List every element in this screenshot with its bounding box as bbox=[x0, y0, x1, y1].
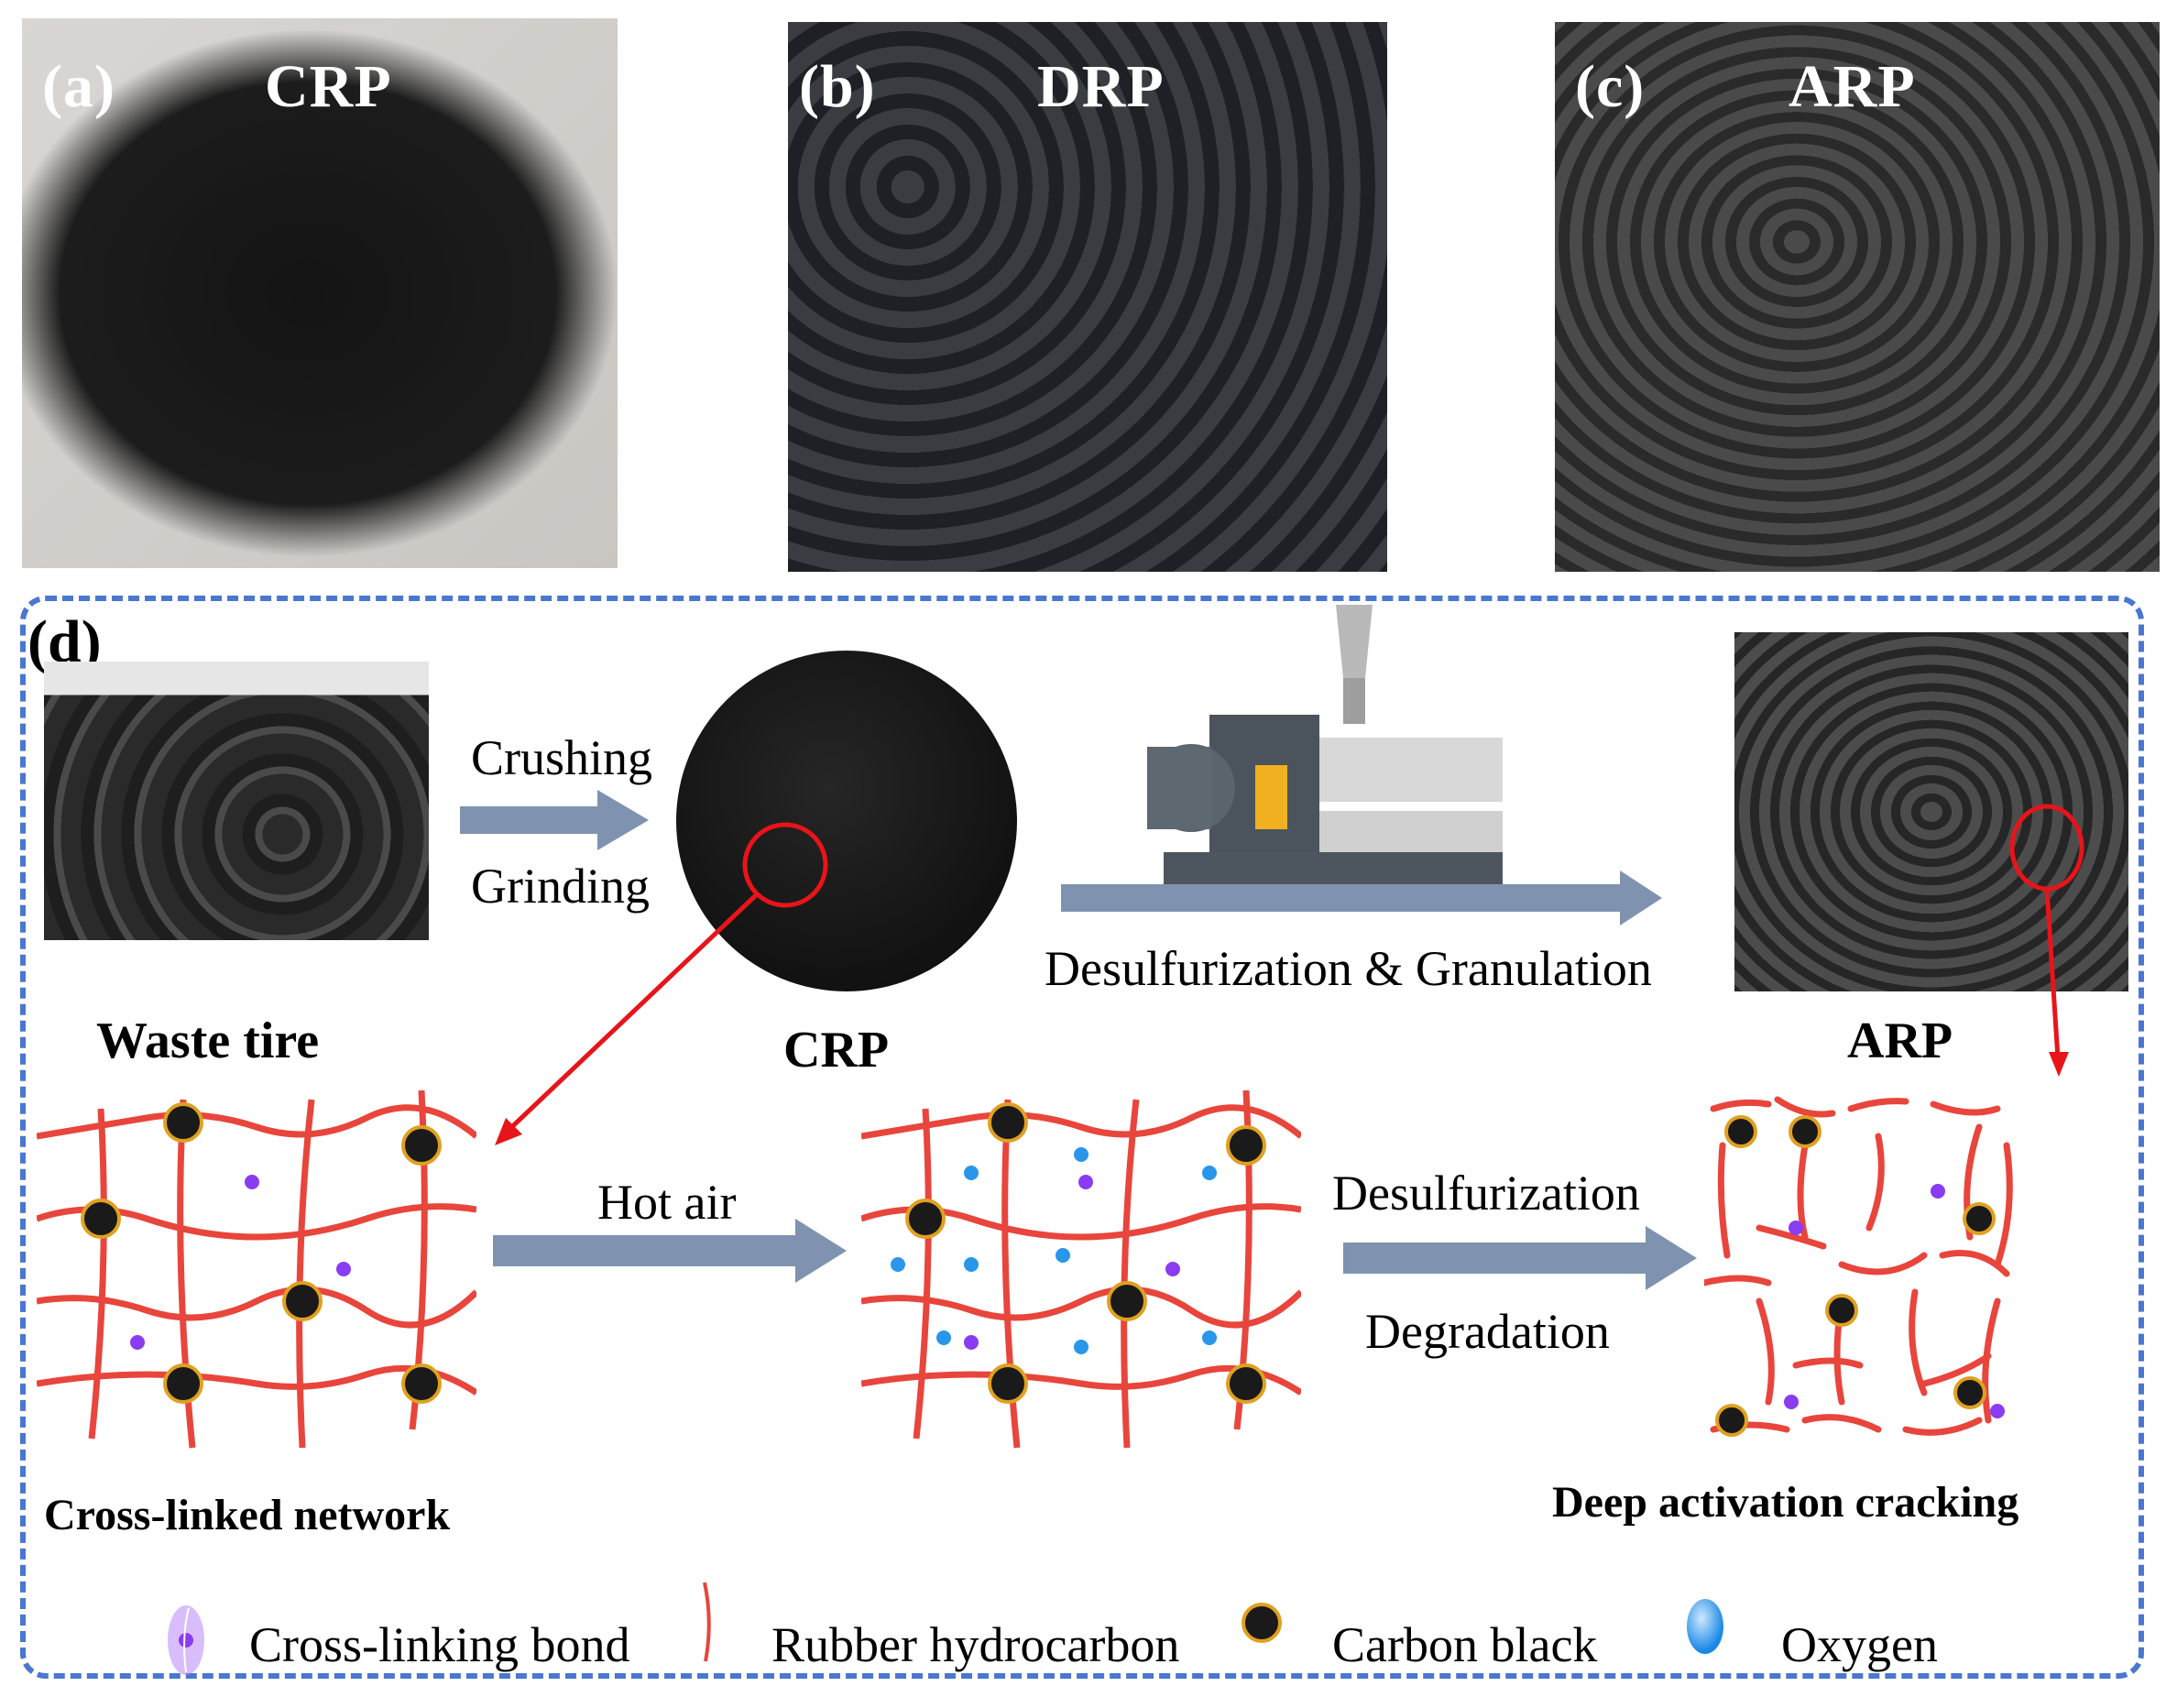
legend-rubber-hydrocarbon: Rubber hydrocarbon bbox=[771, 1617, 1180, 1672]
label-desulfurization: Desulfurization bbox=[1332, 1166, 1640, 1221]
photo-crp: (a) CRP bbox=[22, 18, 618, 568]
label-hot-air: Hot air bbox=[597, 1175, 737, 1230]
label-arp: ARP bbox=[1847, 1013, 1953, 1069]
panel-title-b: DRP bbox=[1037, 53, 1165, 120]
photo-crp-powder bbox=[676, 651, 1017, 991]
network-cross-linked bbox=[37, 1089, 476, 1449]
carbon-black-icon bbox=[1242, 1603, 1282, 1643]
label-crushing: Crushing bbox=[471, 730, 653, 785]
panel-label-c: (c) bbox=[1575, 53, 1646, 120]
arrow-desulfurization-degradation bbox=[1343, 1226, 1697, 1290]
label-waste-tire: Waste tire bbox=[96, 1013, 320, 1069]
network-oxidized bbox=[861, 1089, 1301, 1449]
rubber-hydrocarbon-icon bbox=[703, 1582, 711, 1662]
oxygen-icon bbox=[1687, 1599, 1723, 1654]
arrow-desulfurization-granulation bbox=[1061, 870, 1662, 925]
label-grinding: Grinding bbox=[471, 859, 650, 914]
legend-oxygen: Oxygen bbox=[1781, 1617, 1938, 1672]
cross-linking-bond-icon bbox=[168, 1605, 204, 1675]
network-cracked bbox=[1704, 1096, 2013, 1437]
arrow-crushing bbox=[460, 790, 649, 850]
legend-cross-linking-bond: Cross-linking bond bbox=[249, 1617, 630, 1672]
photo-arp: (c) ARP bbox=[1555, 22, 2160, 572]
extruder-machine-icon bbox=[1147, 605, 1503, 885]
panel-title-c: ARP bbox=[1789, 53, 1916, 120]
legend-carbon-black: Carbon black bbox=[1332, 1617, 1598, 1672]
label-cross-linked-network: Cross-linked network bbox=[44, 1491, 451, 1539]
arrow-hot-air bbox=[493, 1219, 847, 1283]
panel-title-a: CRP bbox=[265, 53, 392, 120]
photo-waste-tires bbox=[44, 662, 429, 940]
photo-drp: (b) DRP bbox=[788, 22, 1387, 572]
panel-label-b: (b) bbox=[799, 53, 876, 120]
label-crp: CRP bbox=[783, 1022, 890, 1078]
label-degradation: Degradation bbox=[1365, 1304, 1610, 1359]
panel-label-a: (a) bbox=[42, 53, 115, 120]
panel-d-frame bbox=[20, 596, 2144, 1679]
label-deep-activation-cracking: Deep activation cracking bbox=[1552, 1478, 2019, 1527]
label-desulfurization-granulation: Desulfurization & Granulation bbox=[1045, 941, 1652, 996]
